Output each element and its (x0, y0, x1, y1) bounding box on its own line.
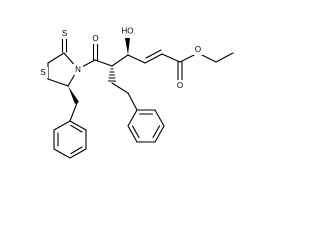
hashed-bond-phenethyl (107, 68, 117, 82)
wedge-hydroxyl (125, 38, 130, 55)
bond-vinyl2-ester-c (161, 53, 181, 63)
bond-c2-s1 (47, 52, 65, 64)
atom-label-ring-s: S (40, 68, 45, 77)
molecule-svg: S S N O HO O O (40, 26, 234, 159)
bond-acyl-calpha (94, 59, 113, 67)
bond-ch2-ch2 (111, 82, 129, 94)
bond-choh-vinyl1 (127, 54, 146, 64)
bond-benzyl-ch2-phenyl (69, 102, 78, 122)
bond-vinyl-double-2 (145, 49, 162, 59)
atom-label-ester-o-carbonyl: O (177, 81, 183, 90)
phenyl-ring-left (53, 120, 87, 159)
bond-c5-c4 (47, 78, 69, 87)
atom-label-ester-o-link: O (195, 45, 201, 54)
wedge-benzyl (68, 86, 79, 104)
bond-ch2-phenyl (127, 92, 138, 111)
phenyl-ring-right (127, 109, 165, 143)
atom-label-thione-s: S (62, 29, 67, 38)
bond-vinyl-double-1 (144, 53, 163, 64)
structure-diagram: S S N O HO O O (40, 26, 234, 159)
atom-label-amide-o: O (92, 34, 98, 43)
bond-ch2-ch3 (215, 52, 234, 63)
bond-calpha-choh (111, 54, 129, 67)
atom-label-ring-n: N (75, 65, 81, 74)
atom-label-hydroxyl: HO (122, 27, 134, 36)
